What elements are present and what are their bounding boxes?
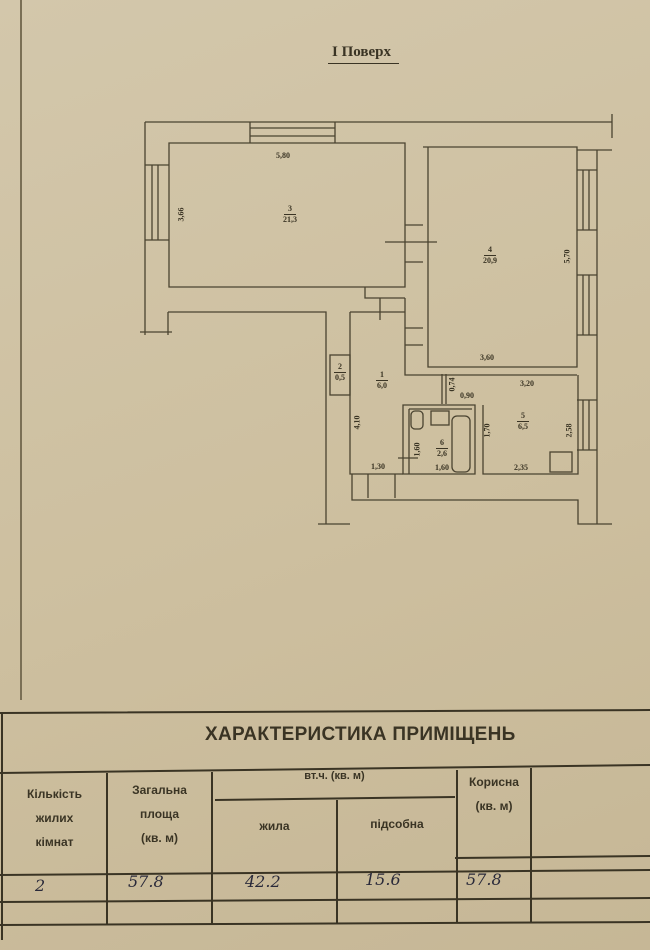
- header-line: Корисна: [469, 775, 519, 789]
- value-rooms-count: 2: [35, 876, 46, 895]
- dim-room6-depth: 1,60: [412, 442, 422, 457]
- dim-room5-inner: 1,70: [482, 423, 492, 438]
- window-right-2: [577, 274, 597, 336]
- room-3-walls: [168, 142, 406, 299]
- kitchen-walls: [482, 149, 612, 524]
- floor-plan: [140, 114, 613, 525]
- header-living: жила: [259, 819, 290, 833]
- value-auxiliary: 15.6: [365, 870, 401, 889]
- header-auxiliary: підсобна: [370, 817, 424, 831]
- bottom-wall: [351, 474, 612, 525]
- table-title: ХАРАКТЕРИСТИКА ПРИМІЩЕНЬ: [205, 724, 516, 745]
- dim-niche-width: 0,90: [460, 391, 474, 400]
- header-useful: Корисна (кв. м): [457, 770, 531, 818]
- header-rooms-count: Кількість жилих кімнат: [2, 782, 107, 854]
- page-margin-line: [20, 0, 22, 700]
- characteristics-table-grid: [0, 709, 650, 940]
- stove: [549, 451, 573, 473]
- outer-wall: [140, 114, 613, 525]
- value-living: 42.2: [245, 872, 281, 891]
- sink: [430, 410, 450, 426]
- header-including: вт.ч. (кв. м): [304, 770, 365, 782]
- dim-room3-width: 5,80: [276, 151, 290, 160]
- header-line: жилих: [35, 811, 74, 825]
- dim-room5-width-bottom: 2,35: [514, 463, 528, 472]
- dim-niche-depth: 0,74: [447, 377, 457, 392]
- room-4-walls: [423, 146, 578, 368]
- dim-room4-depth: 5,70: [562, 249, 572, 264]
- header-line: (кв. м): [475, 799, 513, 813]
- header-line: (кв. м): [141, 831, 178, 845]
- value-useful: 57.8: [466, 870, 502, 889]
- closet: [329, 354, 351, 396]
- window-right-3: [577, 399, 597, 451]
- dim-room5-width-top: 3,20: [520, 379, 534, 388]
- dim-room3-depth: 3,66: [176, 207, 186, 222]
- floor-title: I Поверх: [328, 44, 399, 64]
- dim-room6-width: 1,60: [435, 463, 449, 472]
- dim-room1-depth: 4,10: [352, 415, 362, 430]
- window-top: [249, 122, 336, 143]
- window-left: [145, 164, 169, 241]
- header-line: кімнат: [35, 835, 74, 849]
- bathtub: [451, 415, 471, 473]
- doors: [379, 224, 447, 459]
- dim-room1-width: 1,30: [371, 462, 385, 471]
- header-line: Кількість: [27, 787, 82, 801]
- header-total-area: Загальна площа (кв. м): [107, 778, 212, 850]
- header-line: Загальна: [132, 783, 187, 797]
- header-line: площа: [140, 807, 179, 821]
- dim-room4-width: 3,60: [480, 353, 494, 362]
- bath-walls: [402, 404, 476, 475]
- value-total-area: 57.8: [128, 872, 164, 891]
- toilet: [410, 410, 424, 430]
- dim-room5-depth: 2,58: [564, 423, 574, 438]
- window-right-1: [577, 169, 597, 231]
